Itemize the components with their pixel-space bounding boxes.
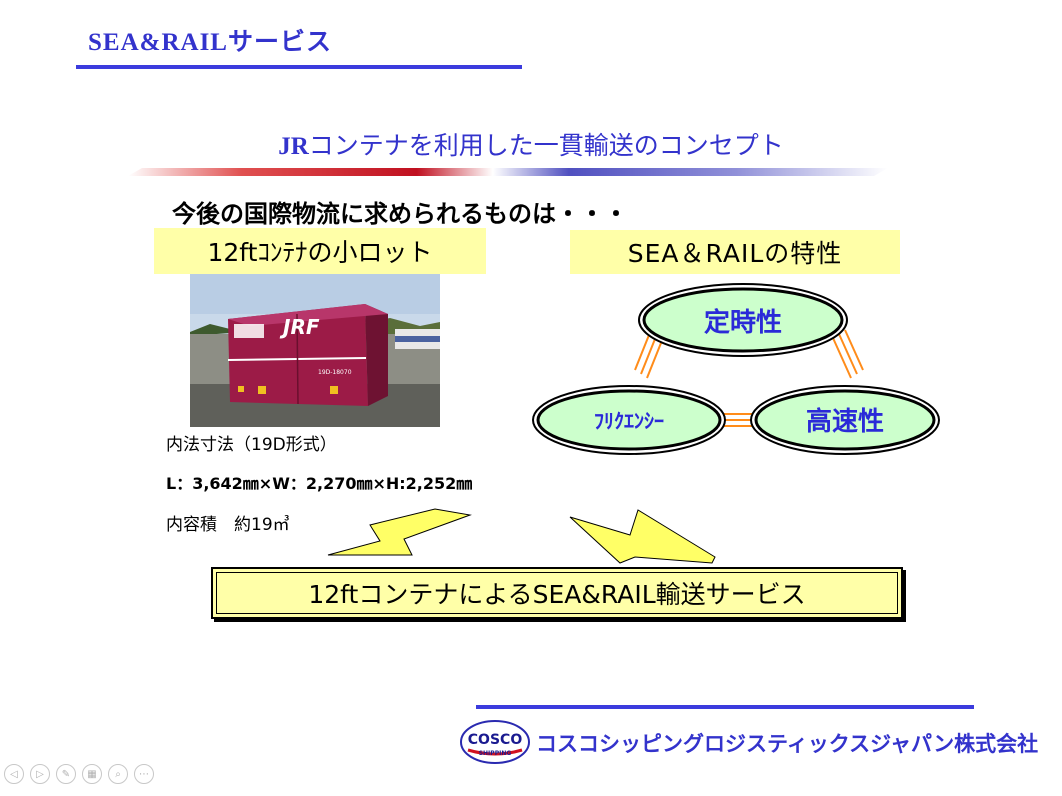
characteristics-label-box: SEA＆RAILの特性 bbox=[570, 230, 900, 274]
ellipse-punctuality bbox=[638, 283, 848, 357]
zoom-icon[interactable]: ⌕ bbox=[108, 764, 128, 784]
logo-bottom-text: SHIPPING bbox=[479, 750, 512, 757]
pen-icon[interactable]: ✎ bbox=[56, 764, 76, 784]
service-box: 12ftコンテナによるSEA&RAIL輸送サービス bbox=[211, 567, 903, 619]
small-lot-label: 12ftｺﾝﾃﾅの小ロット bbox=[207, 238, 433, 267]
concept-title-rest: コンテナを利用した一貫輸送のコンセプト bbox=[308, 131, 784, 160]
characteristics-label: SEA＆RAILの特性 bbox=[627, 239, 843, 268]
container-brand: JRF bbox=[279, 315, 320, 339]
convergence-arrows bbox=[327, 508, 716, 564]
container-photo: JRF 19D-18070 bbox=[190, 274, 440, 427]
title-gradient-stripe bbox=[128, 168, 888, 176]
service-text: 12ftコンテナによるSEA&RAIL輸送サービス bbox=[308, 580, 806, 609]
logo-top-text: COSCO bbox=[468, 732, 523, 748]
presentation-controls: ◁ ▷ ✎ ▦ ⌕ ⋯ bbox=[4, 764, 154, 788]
ellipse-frequency bbox=[532, 385, 726, 455]
punctuality-label: 定時性 bbox=[703, 307, 782, 338]
slides-icon[interactable]: ▦ bbox=[82, 764, 102, 784]
footer-divider bbox=[476, 705, 974, 709]
company-name: コスコシッピングロジスティックスジャパン株式会社 bbox=[536, 731, 1039, 756]
frequency-label: ﾌﾘｸｴﾝｼｰ bbox=[594, 408, 664, 433]
small-lot-label-box: 12ftｺﾝﾃﾅの小ロット bbox=[154, 228, 486, 274]
next-icon[interactable]: ▷ bbox=[30, 764, 50, 784]
header-divider bbox=[76, 65, 522, 69]
lead-question: 今後の国際物流に求められるものは・・・ bbox=[172, 200, 628, 228]
service-box-inner-border bbox=[216, 572, 898, 614]
ellipse-speed bbox=[750, 385, 940, 455]
inner-size-value: L：3,642㎜×W：2,270㎜×H:2,252㎜ bbox=[166, 474, 473, 493]
speed-label: 高速性 bbox=[805, 406, 884, 437]
inner-volume-value: 内容積 約19㎥ bbox=[166, 515, 290, 535]
slide-header-title: SEA&RAILサービス bbox=[88, 29, 332, 56]
more-icon[interactable]: ⋯ bbox=[134, 764, 154, 784]
cosco-logo-icon: COSCO SHIPPING bbox=[460, 720, 530, 764]
prev-icon[interactable]: ◁ bbox=[4, 764, 24, 784]
concept-title-prefix: JR bbox=[278, 133, 309, 160]
right-arrow bbox=[569, 509, 716, 564]
characteristics-diagram bbox=[532, 283, 940, 455]
left-arrow bbox=[327, 508, 472, 556]
container-id: 19D-18070 bbox=[318, 369, 352, 376]
concept-title: JRコンテナを利用した一貫輸送のコンセプト bbox=[0, 126, 1062, 162]
inner-dimensions-label: 内法寸法（19D形式） bbox=[166, 435, 337, 455]
